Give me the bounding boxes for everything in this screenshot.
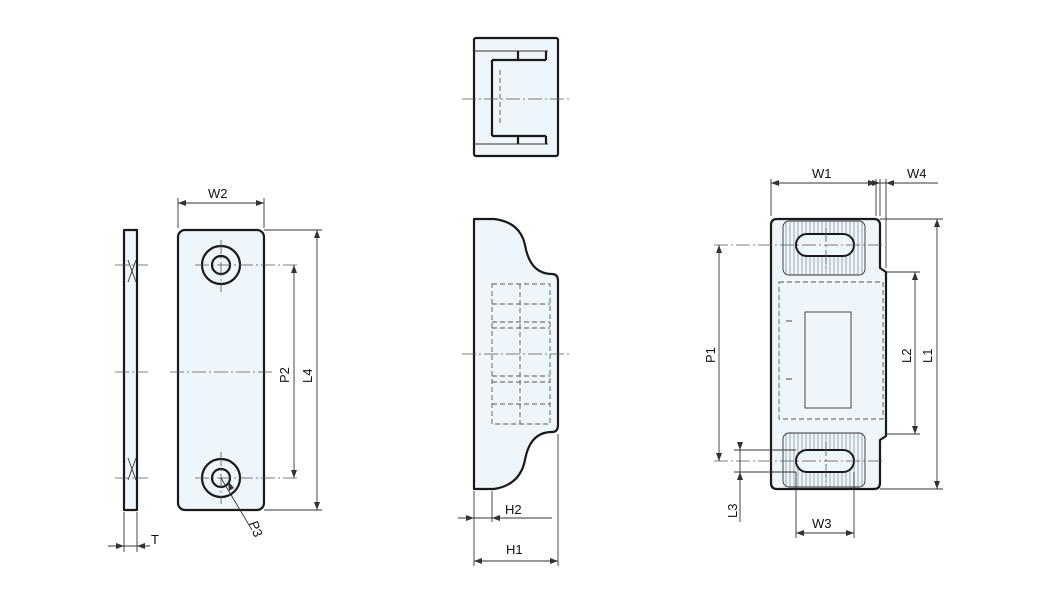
dim-label-w2: W2 (208, 186, 228, 201)
dim-label-w4: W4 (907, 166, 927, 181)
dim-label-h2: H2 (505, 502, 522, 517)
catch-front-view (714, 179, 943, 538)
catch-side-view (458, 217, 570, 566)
dim-label-l3: L3 (725, 504, 740, 518)
dim-label-p1: P1 (703, 347, 718, 363)
catch-top-view (462, 36, 570, 158)
plate-front-view (170, 198, 322, 531)
dim-label-l4: L4 (300, 369, 315, 383)
dim-label-p3: P3 (246, 519, 266, 539)
plate-side-view (108, 228, 150, 552)
dim-label-t: T (151, 532, 159, 547)
dim-label-w3: W3 (812, 516, 832, 531)
dim-label-l2: L2 (899, 349, 914, 363)
dim-label-p2: P2 (277, 367, 292, 383)
dim-label-l1: L1 (920, 349, 935, 363)
dim-label-w1: W1 (812, 166, 832, 181)
dim-label-h1: H1 (506, 542, 523, 557)
